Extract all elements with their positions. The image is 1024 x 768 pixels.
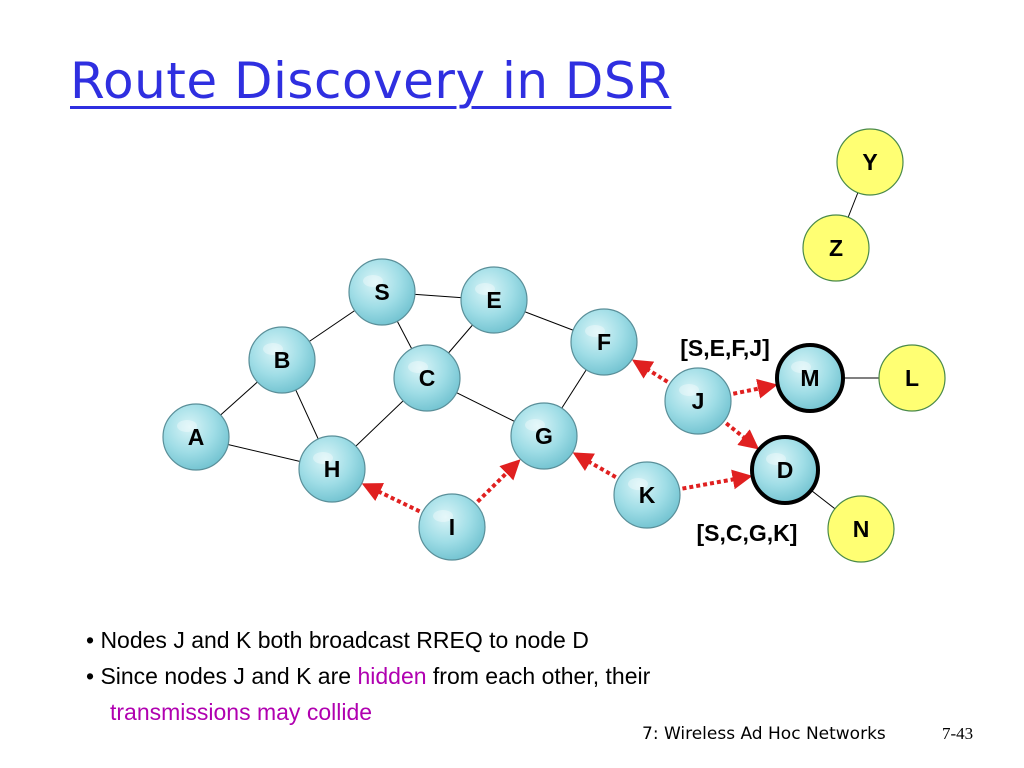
node-I: I bbox=[418, 493, 486, 561]
node-L: L bbox=[878, 344, 946, 412]
bullet-2: • Since nodes J and K are hidden from ea… bbox=[86, 658, 650, 694]
node-S: S bbox=[348, 258, 416, 326]
route-record-label-J: [S,E,F,J] bbox=[680, 335, 769, 361]
node-A-label: A bbox=[188, 424, 205, 450]
rreq-arrow-I-to-G bbox=[476, 459, 521, 504]
node-N-circle bbox=[827, 495, 895, 563]
node-M: M bbox=[775, 343, 845, 413]
node-D-shine bbox=[766, 453, 786, 465]
bullet-2-highlight: hidden bbox=[357, 663, 427, 689]
node-D: D bbox=[750, 435, 820, 505]
node-H-circle bbox=[298, 435, 366, 503]
arrows-layer bbox=[361, 359, 778, 514]
node-Y-label: Y bbox=[862, 149, 877, 175]
node-G-label: G bbox=[535, 423, 553, 449]
node-H-shine bbox=[313, 452, 333, 464]
rreq-arrow-J-to-F bbox=[631, 359, 669, 384]
bullet-2-continuation: transmissions may collide bbox=[86, 694, 650, 730]
node-H-label: H bbox=[324, 456, 341, 482]
node-E-circle bbox=[460, 266, 528, 334]
bullet-list: • Nodes J and K both broadcast RREQ to n… bbox=[86, 622, 650, 730]
rreq-arrow-J-to-M bbox=[732, 378, 778, 399]
bullet-2-suffix: from each other, their bbox=[426, 663, 651, 689]
node-I-label: I bbox=[449, 514, 455, 540]
node-D-label: D bbox=[777, 457, 794, 483]
node-F-circle bbox=[570, 308, 638, 376]
route-labels-layer: [S,E,F,J] [S,C,G,K] bbox=[680, 335, 797, 546]
node-Z-label: Z bbox=[829, 235, 843, 261]
node-C-label: C bbox=[419, 365, 436, 391]
slide-title: Route Discovery in DSR bbox=[70, 52, 672, 110]
bullet-3-highlight: transmissions may collide bbox=[110, 699, 373, 725]
node-M-shine bbox=[791, 361, 811, 373]
node-C-shine bbox=[408, 361, 428, 373]
node-B-label: B bbox=[274, 347, 291, 373]
node-J-label: J bbox=[692, 388, 705, 414]
node-S-label: S bbox=[374, 279, 389, 305]
footer-page-number: 7-43 bbox=[942, 724, 974, 743]
node-Z: Z bbox=[802, 214, 870, 282]
node-A-shine bbox=[177, 420, 197, 432]
node-E-shine bbox=[475, 283, 495, 295]
node-J-circle bbox=[664, 367, 732, 435]
node-B-shine bbox=[263, 343, 283, 355]
node-S-circle bbox=[348, 258, 416, 326]
node-M-label: M bbox=[800, 365, 819, 391]
node-M-circle bbox=[775, 343, 845, 413]
node-S-shine bbox=[363, 275, 383, 287]
node-A: A bbox=[162, 403, 230, 471]
node-K-shine bbox=[628, 478, 648, 490]
node-L-circle bbox=[878, 344, 946, 412]
node-B: B bbox=[248, 326, 316, 394]
rreq-arrow-J-to-D bbox=[724, 421, 760, 450]
node-I-shine bbox=[433, 510, 453, 522]
bullet-2-prefix: • Since nodes J and K are bbox=[86, 663, 358, 689]
node-J-shine bbox=[679, 384, 699, 396]
node-J: J bbox=[664, 367, 732, 435]
rreq-arrow-K-to-D bbox=[682, 469, 753, 491]
bullet-1-text: • Nodes J and K both broadcast RREQ to n… bbox=[86, 627, 589, 653]
node-G-circle bbox=[510, 402, 578, 470]
node-I-circle bbox=[418, 493, 486, 561]
node-Y-circle bbox=[836, 128, 904, 196]
nodes-layer: S E F B C A H G I J K M D Y Z L N bbox=[162, 128, 946, 563]
node-G: G bbox=[510, 402, 578, 470]
node-B-circle bbox=[248, 326, 316, 394]
node-N: N bbox=[827, 495, 895, 563]
node-F-label: F bbox=[597, 329, 611, 355]
footer-course-title: 7: Wireless Ad Hoc Networks bbox=[642, 724, 886, 744]
node-G-shine bbox=[525, 419, 545, 431]
node-E-label: E bbox=[486, 287, 501, 313]
bullet-1: • Nodes J and K both broadcast RREQ to n… bbox=[86, 622, 650, 658]
node-D-circle bbox=[750, 435, 820, 505]
network-diagram: S E F B C A H G I J K M D Y Z L N [S,E,F,J] [S,C,G,K] bbox=[162, 128, 946, 563]
node-L-label: L bbox=[905, 365, 919, 391]
node-H: H bbox=[298, 435, 366, 503]
node-E: E bbox=[460, 266, 528, 334]
node-K-circle bbox=[613, 461, 681, 529]
route-record-label-K: [S,C,G,K] bbox=[697, 520, 798, 546]
node-K: K bbox=[613, 461, 681, 529]
node-C-circle bbox=[393, 344, 461, 412]
node-F: F bbox=[570, 308, 638, 376]
rreq-arrow-K-to-G bbox=[572, 452, 617, 479]
node-C: C bbox=[393, 344, 461, 412]
rreq-arrow-I-to-H bbox=[361, 483, 421, 514]
node-F-shine bbox=[585, 325, 605, 337]
node-A-circle bbox=[162, 403, 230, 471]
node-Y: Y bbox=[836, 128, 904, 196]
node-Z-circle bbox=[802, 214, 870, 282]
node-K-label: K bbox=[639, 482, 656, 508]
node-N-label: N bbox=[853, 516, 870, 542]
